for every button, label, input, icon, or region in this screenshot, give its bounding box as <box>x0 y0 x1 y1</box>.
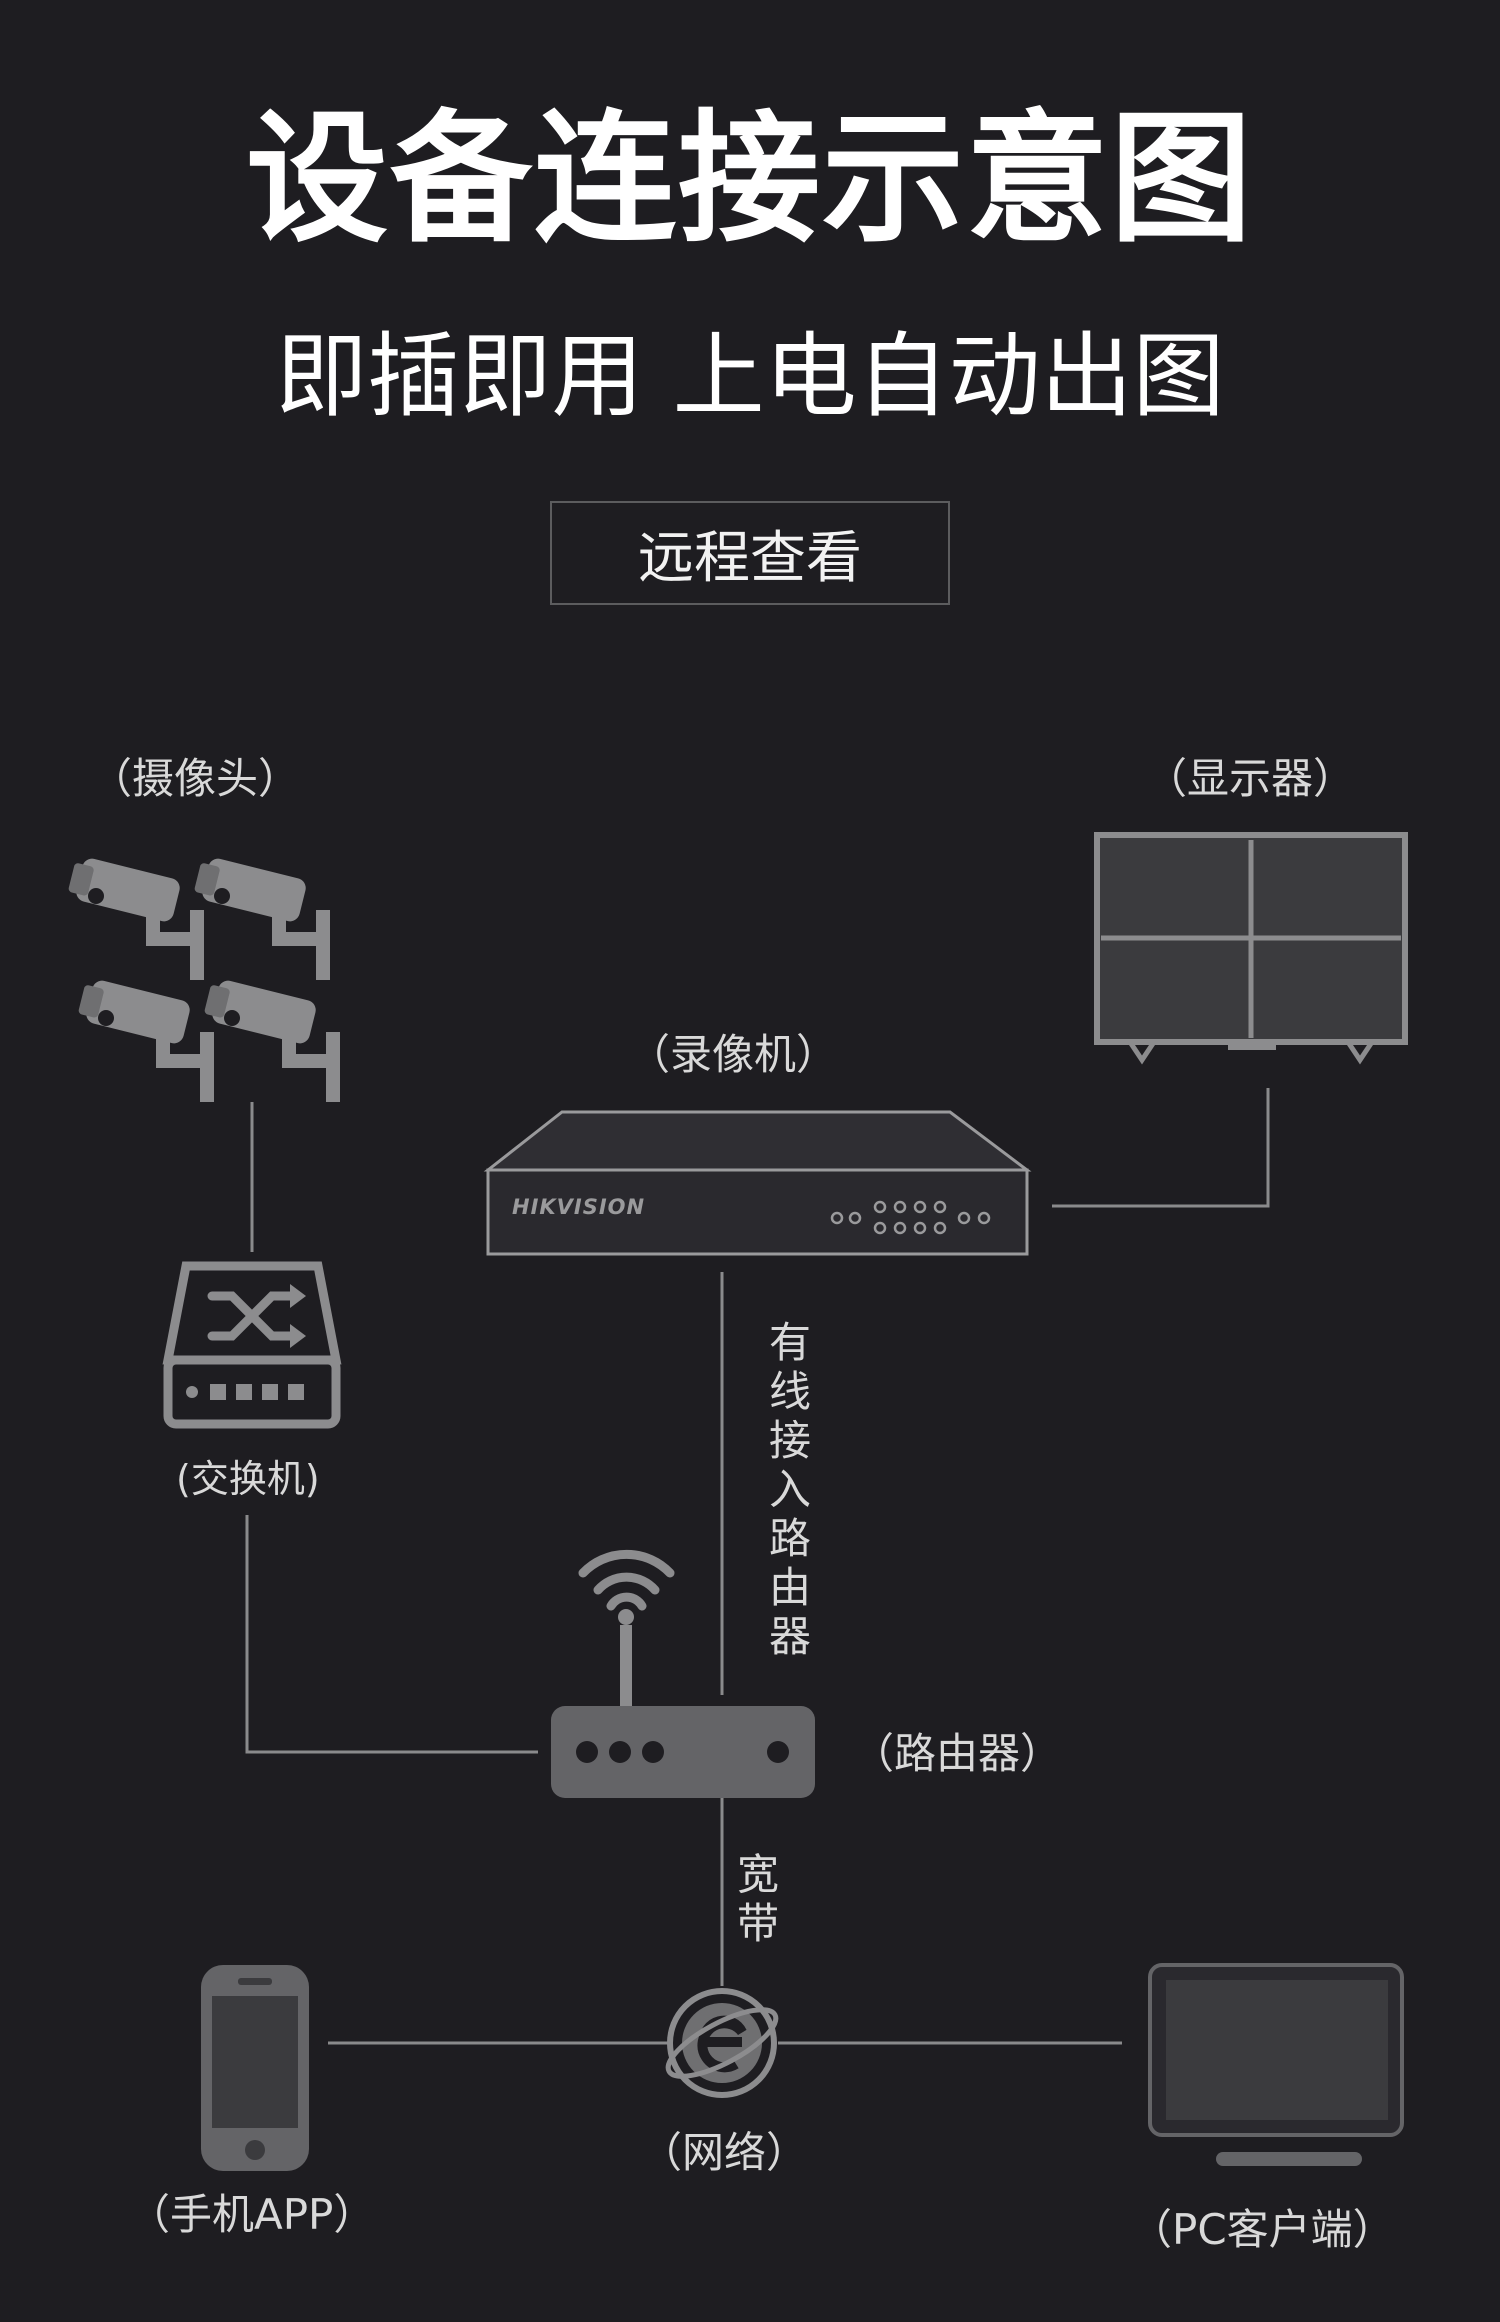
router-label: （路由器） <box>852 1729 1063 1778</box>
network-icon <box>665 1988 779 2098</box>
camera-unit <box>204 980 340 1102</box>
camera-label: （摄像头） <box>90 754 301 803</box>
monitor-icon <box>1094 832 1408 1065</box>
camera-unit <box>194 858 330 980</box>
nvr-led-dots <box>830 1200 991 1235</box>
remote-view-badge: 远程查看 <box>550 501 950 605</box>
camera-icon <box>68 858 340 1102</box>
page-subtitle: 即插即用 上电自动出图 <box>275 323 1225 430</box>
page-title: 设备连接示意图 <box>246 97 1254 262</box>
broadband-edge-label: 宽带 <box>736 1850 779 1948</box>
pc-client-label: （PC客户端） <box>1130 2205 1395 2254</box>
nvr-monitor-line <box>1052 1088 1270 1208</box>
network-label: （网络） <box>640 2128 809 2177</box>
monitor-label: （显示器） <box>1145 754 1356 803</box>
router-icon <box>551 1549 815 1798</box>
nvr-icon <box>483 1110 1032 1256</box>
wifi-icon <box>578 1549 675 1611</box>
nvr-brand: HIKVISION <box>512 1195 646 1219</box>
phone-app-label: （手机APP） <box>128 2190 376 2239</box>
wired-router-edge-label: 有线接入路由器 <box>768 1318 811 1661</box>
camera-unit <box>78 980 214 1102</box>
camera-unit <box>68 858 204 980</box>
remote-view-label: 远程查看 <box>638 525 862 591</box>
switch-router-line <box>245 1515 538 1754</box>
pc-icon <box>1148 1963 1404 2166</box>
phone-icon <box>201 1965 309 2171</box>
connector-lines <box>245 1088 1270 2045</box>
switch-label: (交换机) <box>176 1457 320 1501</box>
switch-icon <box>162 1261 342 1429</box>
nvr-label: （录像机） <box>628 1030 839 1079</box>
